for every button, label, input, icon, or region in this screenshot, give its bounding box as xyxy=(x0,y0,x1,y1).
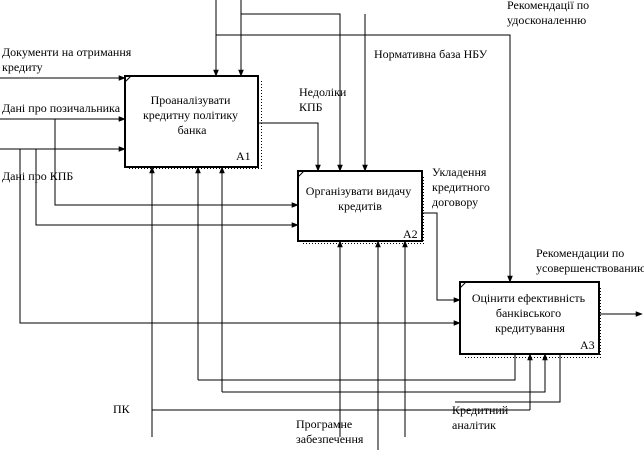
box-a2-title-line-2: кредитів xyxy=(338,199,382,213)
label-loan-contract: Укладення кредитного договору xyxy=(432,165,493,209)
label-documents-line-2: кредиту xyxy=(2,60,43,74)
box-a1-title-line-1: Проаналізувати xyxy=(151,93,231,107)
box-a2-id: A2 xyxy=(403,227,418,241)
box-a2-frame xyxy=(297,170,423,242)
label-software-line-1: Програмне xyxy=(296,417,352,431)
box-a3-title-line-3: кредитування xyxy=(495,321,565,335)
label-analyst-line-2: аналітик xyxy=(452,418,496,432)
box-a2-title-line-1: Організувати видачу xyxy=(306,184,411,198)
box-a1-corner xyxy=(124,75,132,83)
arrow-borrower-to-a2[interactable] xyxy=(54,119,299,208)
box-a3-title-line-1: Оцінити ефективність xyxy=(472,291,586,305)
box-a1-title-line-2: кредитну політику xyxy=(143,108,238,122)
label-rec-right-line-2: усовершенствованию xyxy=(536,261,644,275)
box-a3-frame xyxy=(459,281,600,355)
arrow-flaws-to-a2[interactable] xyxy=(258,122,321,172)
arrow-kpb-to-a2[interactable] xyxy=(35,149,299,228)
arrow-kpb-to-a3[interactable] xyxy=(19,149,461,326)
box-a3-title: Оцінити ефективність банківського кредит… xyxy=(472,291,588,335)
box-a1-title-line-3: банка xyxy=(178,123,208,137)
box-a2-corner xyxy=(297,170,305,178)
label-software-line-2: забезпечення xyxy=(296,432,364,446)
label-analyst-line-1: Кредитний xyxy=(452,403,509,417)
arrow-analyst-link xyxy=(455,354,561,403)
arrow-control-to-a2-1[interactable] xyxy=(241,13,343,172)
label-flaws-line-1: Недоліки xyxy=(299,85,347,99)
label-nbu-base: Нормативна база НБУ xyxy=(374,47,488,61)
box-a2-title: Організувати видачу кредитів xyxy=(306,184,414,213)
box-a3-title-line-2: банківського xyxy=(496,306,561,320)
label-pc: ПК xyxy=(113,402,131,416)
box-a3-corner xyxy=(459,281,467,289)
arrow-control-to-a3[interactable] xyxy=(216,34,513,283)
label-contract-line-1: Укладення xyxy=(432,165,487,179)
arrow-mech-bus-a3 xyxy=(198,354,516,381)
label-flaws-kpb: Недоліки КПБ xyxy=(299,85,349,114)
label-kpb: Дані про КПБ xyxy=(2,169,73,183)
box-a1-id: A1 xyxy=(236,149,251,163)
box-a3[interactable]: Оцінити ефективність банківського кредит… xyxy=(459,281,603,358)
label-contract-line-2: кредитного xyxy=(432,180,490,194)
label-rec-improve-top: Рекомендації по удосконаленню xyxy=(507,0,592,27)
box-a1[interactable]: Проаналізувати кредитну політику банка A… xyxy=(124,75,262,171)
label-rec-top-line-2: удосконаленню xyxy=(507,13,586,27)
box-a2[interactable]: Організувати видачу кредитів A2 xyxy=(297,170,426,245)
box-a1-title: Проаналізувати кредитну політику банка xyxy=(143,93,241,137)
label-flaws-line-2: КПБ xyxy=(299,100,323,114)
label-rec-top-line-1: Рекомендації по xyxy=(507,0,589,12)
label-contract-line-3: договору xyxy=(432,195,478,209)
box-a3-id: A3 xyxy=(580,338,595,352)
label-borrower: Дані про позичальника xyxy=(2,101,121,115)
label-documents-line-1: Документи на отримання xyxy=(2,45,132,59)
label-documents: Документи на отримання кредиту xyxy=(2,45,134,74)
label-rec-right-line-1: Рекомендации по xyxy=(536,246,624,260)
arrow-contract-to-a3[interactable] xyxy=(422,212,461,303)
label-credit-analyst: Кредитний аналітик xyxy=(452,403,511,432)
label-software: Програмне забезпечення xyxy=(296,417,364,446)
arrow-analyst-bus xyxy=(222,370,546,393)
box-a1-frame xyxy=(124,75,259,168)
label-rec-improve-right: Рекомендации по усовершенствованию xyxy=(536,246,644,275)
